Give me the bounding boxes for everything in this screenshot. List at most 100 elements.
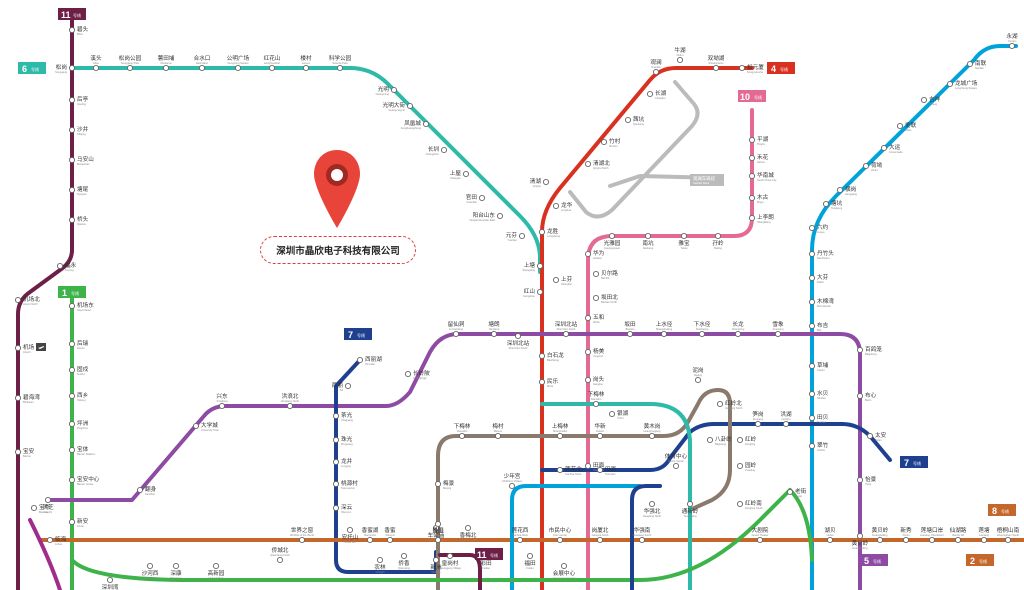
station-dot[interactable] xyxy=(400,552,408,560)
station-dot[interactable] xyxy=(268,64,276,72)
station-dot[interactable] xyxy=(608,232,616,240)
station-dot[interactable] xyxy=(518,232,526,240)
station-dot[interactable] xyxy=(538,228,546,236)
station-dot[interactable] xyxy=(584,462,592,470)
station-dot[interactable] xyxy=(422,120,430,128)
station-dot[interactable] xyxy=(808,274,816,282)
station-dot[interactable] xyxy=(902,536,910,544)
station-dot[interactable] xyxy=(600,138,608,146)
station-dot[interactable] xyxy=(536,262,544,270)
badge-line-4[interactable]: 4 号线 xyxy=(767,62,795,74)
station-dot[interactable] xyxy=(562,330,570,338)
station-dot[interactable] xyxy=(146,562,154,570)
station-dot[interactable] xyxy=(346,526,354,534)
badge-line-7-east[interactable]: 7 号线 xyxy=(900,456,928,468)
station-dot[interactable] xyxy=(404,370,412,378)
station-dot[interactable] xyxy=(390,86,398,94)
station-dot[interactable] xyxy=(92,64,100,72)
badge-line-6[interactable]: 6 号线 xyxy=(18,62,46,74)
station-dot[interactable] xyxy=(596,466,604,474)
station-dot[interactable] xyxy=(748,154,756,162)
station-dot[interactable] xyxy=(68,476,76,484)
station-dot[interactable] xyxy=(638,536,646,544)
station-dot[interactable] xyxy=(332,504,340,512)
station-dot[interactable] xyxy=(68,156,76,164)
station-dot[interactable] xyxy=(648,500,656,508)
station-dot[interactable] xyxy=(542,178,550,186)
station-dot[interactable] xyxy=(56,262,64,270)
station-dot[interactable] xyxy=(698,330,706,338)
station-dot[interactable] xyxy=(1004,536,1012,544)
station-dot[interactable] xyxy=(714,232,722,240)
station-dot[interactable] xyxy=(660,330,668,338)
station-dot[interactable] xyxy=(332,480,340,488)
station-dot[interactable] xyxy=(46,536,54,544)
station-dot[interactable] xyxy=(966,60,974,68)
station-dot[interactable] xyxy=(694,376,702,384)
badge-line-1[interactable]: 1 号线 xyxy=(58,286,86,298)
station-dot[interactable] xyxy=(808,362,816,370)
station-dot[interactable] xyxy=(336,64,344,72)
station-dot[interactable] xyxy=(440,146,448,154)
station-dot[interactable] xyxy=(686,500,694,508)
station-dot[interactable] xyxy=(536,288,544,296)
station-dot[interactable] xyxy=(68,446,76,454)
station-dot[interactable] xyxy=(366,536,374,544)
station-dot[interactable] xyxy=(736,500,744,508)
station-dot[interactable] xyxy=(836,186,844,194)
station-dot[interactable] xyxy=(538,352,546,360)
station-dot[interactable] xyxy=(218,402,226,410)
station-dot[interactable] xyxy=(782,420,790,428)
station-dot[interactable] xyxy=(584,348,592,356)
